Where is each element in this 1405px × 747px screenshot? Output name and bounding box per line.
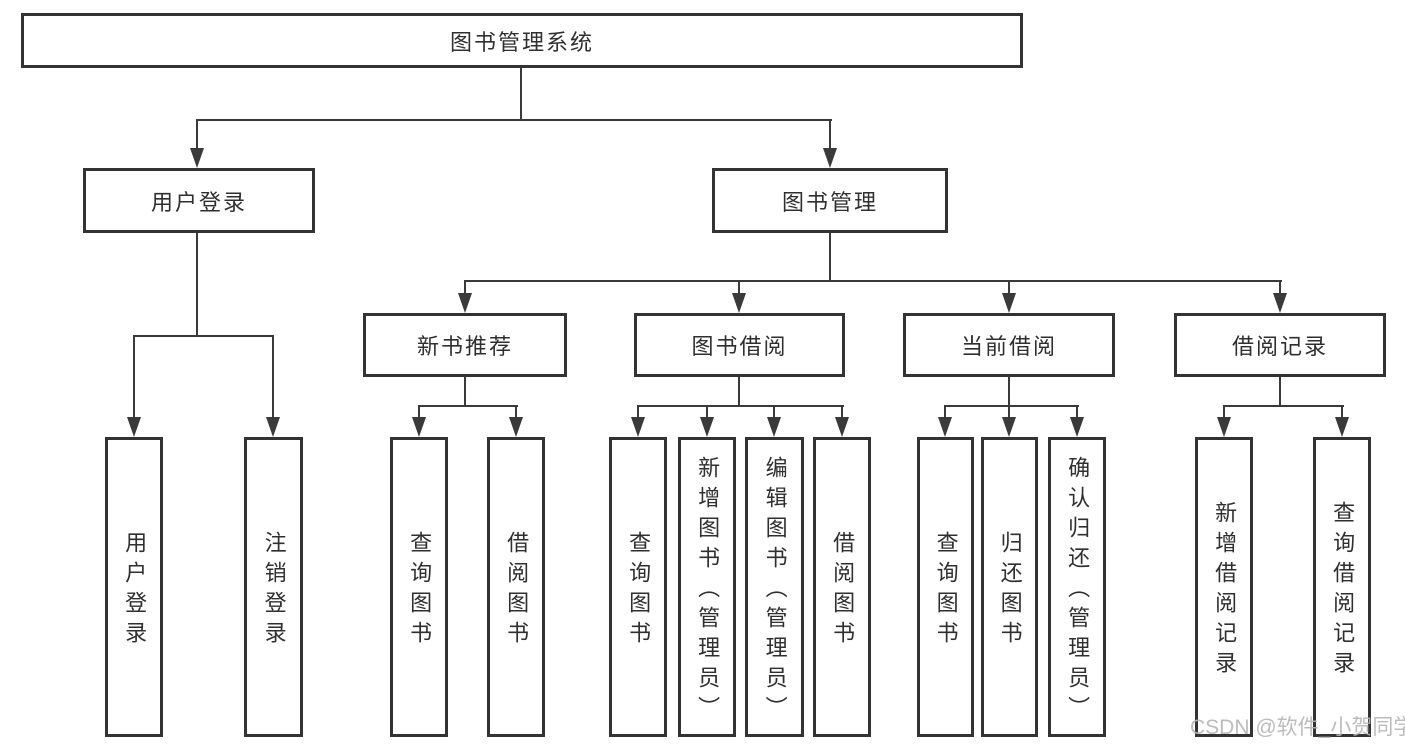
line-v-user-login (196, 233, 198, 337)
leaf-label: 编辑图书（管理员） (762, 456, 788, 726)
leaf-label: 新增借阅记录 (1212, 501, 1238, 681)
line-h-borrow-records-bar (1223, 405, 1344, 407)
arrow-down (1070, 417, 1084, 437)
node-book-borrowing: 图书借阅 (634, 313, 845, 377)
leaf-label: 查询借阅记录 (1330, 501, 1356, 681)
node-library-management-system: 图书管理系统 (21, 13, 1023, 68)
leaf-label: 查询图书 (933, 531, 959, 651)
leaf-confirm-return-admin: 确认归还（管理员） (1048, 437, 1106, 737)
line-v-drop-current-borrow (1008, 280, 1010, 296)
node-label: 新书推荐 (416, 334, 513, 359)
leaf-query-books-borrow: 查询图书 (609, 437, 667, 737)
node-label: 用户登录 (150, 189, 247, 215)
node-label: 当前借阅 (960, 334, 1057, 359)
leaf-label: 借阅图书 (504, 531, 530, 651)
leaf-borrow-books: 借阅图书 (813, 437, 871, 737)
line-v-new-book (464, 377, 466, 407)
leaf-user-login: 用户登录 (105, 437, 163, 737)
node-borrowing-records: 借阅记录 (1174, 313, 1386, 377)
leaf-add-book-admin: 新增图书（管理员） (678, 437, 736, 737)
leaf-label: 查询图书 (407, 531, 433, 651)
arrow-down (509, 417, 523, 437)
line-v-borrow-records (1279, 377, 1281, 407)
csdn-watermark: CSDN @软件_小贺同学 (1190, 716, 1405, 739)
leaf-query-books-current: 查询图书 (917, 437, 974, 737)
line-v-drop (1008, 405, 1010, 419)
arrow-down (938, 417, 952, 437)
line-v-drop-login (133, 335, 135, 419)
line-h-book-management-bar (464, 280, 1282, 282)
node-label: 图书管理 (781, 189, 878, 215)
leaf-label: 确认归还（管理员） (1065, 456, 1091, 726)
leaf-borrow-books-recommend: 借阅图书 (487, 437, 545, 737)
leaf-query-books-recommend: 查询图书 (390, 437, 448, 737)
leaf-edit-book-admin: 编辑图书（管理员） (745, 437, 804, 737)
node-new-book-recommendation: 新书推荐 (363, 313, 567, 377)
line-v-drop-book-management (829, 119, 831, 150)
node-label: 借阅记录 (1231, 334, 1328, 359)
leaf-label: 注销登录 (261, 531, 287, 651)
line-h-book-borrow-bar (637, 405, 844, 407)
arrow-down (266, 417, 280, 437)
line-v-drop (944, 405, 946, 419)
leaf-add-borrow-record: 新增借阅记录 (1195, 437, 1253, 737)
leaf-label: 新增图书（管理员） (695, 456, 721, 726)
node-book-management: 图书管理 (712, 168, 948, 233)
arrow-down (631, 417, 645, 437)
line-v-book-borrow (738, 377, 740, 407)
leaf-label: 归还图书 (997, 531, 1023, 651)
arrow-down (1002, 417, 1016, 437)
line-v-drop (1223, 405, 1225, 419)
node-label: 图书借阅 (691, 334, 788, 359)
line-v-root (520, 68, 522, 119)
node-current-borrowing: 当前借阅 (903, 313, 1115, 377)
line-v-drop (515, 405, 517, 419)
line-v-drop-user-login (196, 119, 198, 150)
arrow-down (1273, 293, 1287, 313)
line-v-drop-logout (272, 335, 274, 419)
line-v-drop (1076, 405, 1078, 419)
line-v-drop (1341, 405, 1343, 419)
line-h-user-login-bar (133, 335, 274, 337)
line-v-book-management (829, 233, 831, 282)
arrow-down (412, 417, 426, 437)
arrow-down (458, 293, 472, 313)
line-v-drop (637, 405, 639, 419)
leaf-query-borrow-record: 查询借阅记录 (1313, 437, 1371, 737)
arrow-down (823, 148, 837, 168)
line-v-drop (773, 405, 775, 419)
arrow-down (190, 148, 204, 168)
leaf-label: 借阅图书 (830, 531, 856, 651)
arrow-down (1335, 417, 1349, 437)
line-v-drop (841, 405, 843, 419)
leaf-label: 查询图书 (626, 531, 652, 651)
arrow-down (732, 293, 746, 313)
line-v-drop-borrow-records (1279, 280, 1281, 296)
leaf-label: 用户登录 (122, 531, 148, 651)
node-user-login: 用户登录 (83, 168, 315, 233)
arrow-down (835, 417, 849, 437)
arrow-down (1217, 417, 1231, 437)
arrow-down (127, 417, 141, 437)
leaf-return-books: 归还图书 (981, 437, 1038, 737)
line-v-drop (418, 405, 420, 419)
leaf-logout: 注销登录 (244, 437, 303, 737)
arrow-down (1002, 293, 1016, 313)
line-v-current-borrow (1008, 377, 1010, 407)
line-v-drop-new-book (464, 280, 466, 296)
line-v-drop (706, 405, 708, 419)
line-h-new-book-bar (418, 405, 518, 407)
arrow-down (767, 417, 781, 437)
line-h-current-borrow-bar (944, 405, 1079, 407)
line-v-drop-book-borrow (738, 280, 740, 296)
line-h-root-bar (196, 119, 832, 121)
arrow-down (700, 417, 714, 437)
node-label: 图书管理系统 (449, 29, 594, 55)
